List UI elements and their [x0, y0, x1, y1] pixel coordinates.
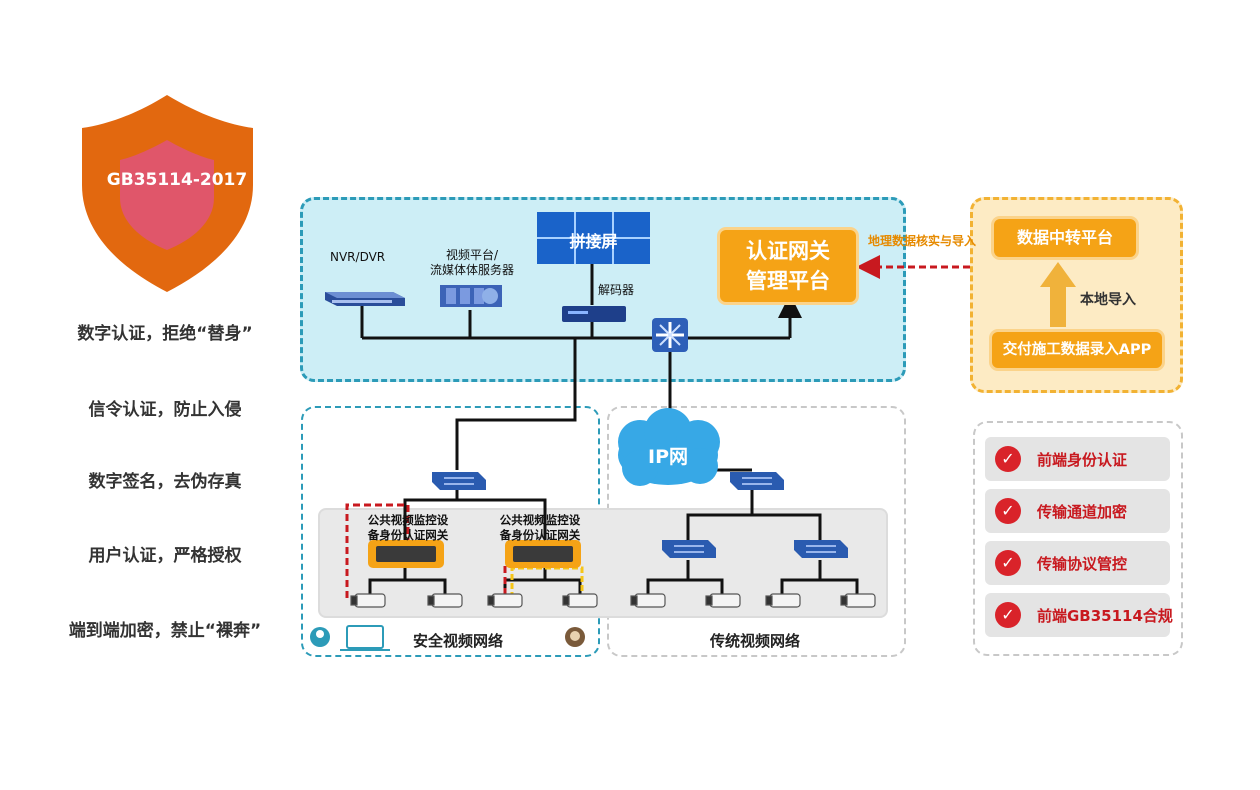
- security-feature-zone: [973, 421, 1183, 656]
- decoder-label: 解码器: [598, 283, 635, 297]
- hacker-avatar-icon: [565, 627, 585, 647]
- checkmark-icon: ✓: [995, 498, 1021, 524]
- data-entry-app-box[interactable]: 交付施工数据录入APP: [992, 332, 1162, 368]
- checkmark-icon: ✓: [995, 446, 1021, 472]
- user-avatar-icon: [310, 627, 330, 647]
- left-feature-5: 端到端加密，禁止“裸奔”: [68, 621, 262, 641]
- security-feature-3: ✓ 传输协议管控: [985, 541, 1170, 585]
- switch-icons: [432, 472, 848, 558]
- left-feature-3: 数字签名，去伪存真: [88, 472, 242, 492]
- gateway-left-label: 公共视频监控设 备身份认证网关: [367, 513, 449, 542]
- nvr-label: NVR/DVR: [330, 250, 386, 264]
- security-feature-label: 传输协议管控: [1037, 555, 1128, 573]
- local-import-arrow-icon: [1040, 262, 1076, 327]
- ip-network-label: IP网: [648, 446, 688, 468]
- security-feature-label: 前端GB35114合规: [1037, 607, 1173, 625]
- gateway-right-label: 公共视频监控设 备身份认证网关: [499, 513, 581, 542]
- ip-cloud-icon: [618, 408, 720, 486]
- local-import-label: 本地导入: [1080, 292, 1136, 308]
- camera-icons: [350, 593, 876, 608]
- secure-network-label: 安全视频网络: [412, 632, 503, 650]
- left-feature-2: 信令认证，防止入侵: [88, 400, 242, 420]
- decoder-device-icon: [562, 306, 626, 322]
- auth-gateway-device-icon: [368, 540, 581, 568]
- security-feature-2: ✓ 传输通道加密: [985, 489, 1170, 533]
- security-feature-label: 传输通道加密: [1037, 503, 1128, 521]
- left-feature-4: 用户认证，严格授权: [88, 546, 242, 566]
- import-label: 地理数据核实与导入: [868, 234, 977, 248]
- left-feature-1: 数字认证，拒绝“替身”: [77, 324, 253, 344]
- shield-label: GB35114-2017: [106, 170, 248, 190]
- nvr-device-icon: [325, 292, 405, 306]
- security-feature-1: ✓ 前端身份认证: [985, 437, 1170, 481]
- video-wall-icon: [537, 212, 650, 264]
- checkmark-icon: ✓: [995, 602, 1021, 628]
- server-rack-icon: [440, 285, 502, 307]
- video-wall-label: 拼接屏: [569, 232, 618, 251]
- gateway-platform-box[interactable]: 认证网关 管理平台: [720, 230, 856, 302]
- laptop-icon: [340, 625, 390, 651]
- security-feature-4: ✓ 前端GB35114合规: [985, 593, 1173, 637]
- data-relay-platform-box[interactable]: 数据中转平台: [994, 219, 1136, 257]
- video-platform-label: 视频平台/ 流媒体体服务器: [430, 248, 515, 277]
- checkmark-icon: ✓: [995, 550, 1021, 576]
- traditional-network-label: 传统视频网络: [709, 632, 800, 650]
- security-feature-label: 前端身份认证: [1037, 451, 1128, 469]
- core-router-icon: [652, 318, 688, 352]
